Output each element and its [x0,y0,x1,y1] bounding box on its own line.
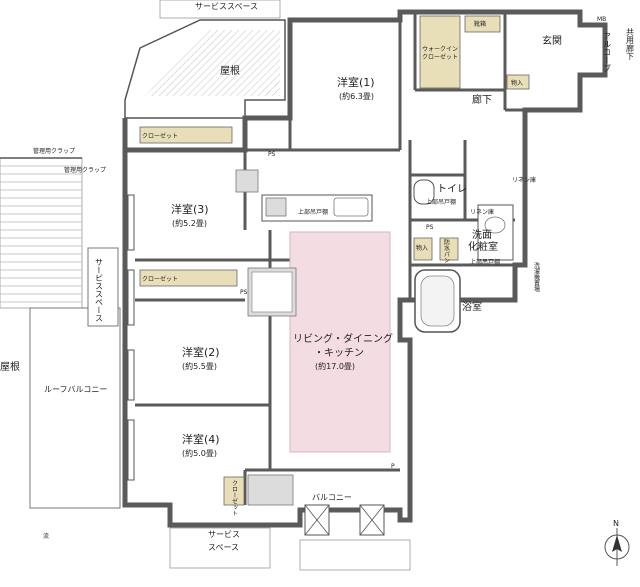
label-service-space-bottom-2: スペース [208,543,239,552]
label-meter-clap-2: 管理用クラップ [64,166,106,174]
label-ldk-size: (約17.0畳) [315,361,355,371]
label-drain-mark: 流 [43,532,49,540]
label-ps-2: PS [240,289,248,296]
label-roof-side: 屋根 [0,360,20,373]
label-corridor: 廊下 [472,93,492,106]
label-ps-3: PS [426,224,434,231]
label-toilet: トイレ [437,184,467,195]
closets [139,15,530,506]
label-storage-entrance: 物入 [511,79,523,87]
label-washer: 洗濯機置場 [533,261,540,293]
label-service-space-side: サービススペース [95,258,104,322]
label-upper-cabinet-toilet: 上部吊戸棚 [426,198,456,206]
balcony-units [169,504,411,571]
north-compass [604,528,630,566]
label-upper-cabinet-kitchen: 上部吊戸棚 [298,208,328,216]
label-ldk-name-1: リビング・ダイニング [293,332,393,345]
label-service-space-top: サービススペース [195,2,258,11]
label-room2-size: (約5.5畳) [182,361,217,371]
label-storage-wash: 物入 [416,244,428,252]
label-waterproof-pan: 防水パン [443,238,450,263]
label-room1-name: 洋室(1) [337,75,375,89]
label-alcove: アルコーブ [603,32,612,72]
label-bath: 浴室 [462,300,482,313]
label-closet-room4: クローゼット [231,480,238,516]
service-space-side-area [87,247,119,327]
kitchen-fixtures [235,169,373,506]
label-walkin-closet-1: ウォークイン [422,45,458,53]
label-room2-name: 洋室(2) [182,345,220,359]
label-ldk-name-2: ・キッチン [314,347,364,359]
label-room1-size: (約6.3畳) [339,91,374,101]
roof-balcony-area [29,307,121,509]
label-shoe-storage: 靴箱 [474,20,486,28]
label-washroom-2: 化粧室 [468,240,498,253]
label-room3-name: 洋室(3) [171,202,209,216]
sanitary-fixtures [413,179,514,333]
label-room4-size: (約5.0畳) [182,448,217,458]
label-closet-room2: クローゼット [142,275,178,283]
label-upper-cabinet-wash: 上部吊戸棚 [470,258,500,266]
label-common-corridor: 共用廊下 [626,28,635,61]
label-mb: MB [597,16,606,23]
roof-top-area [124,0,286,119]
label-linen-2: リネン庫 [470,208,494,216]
label-linen-1: リネン庫 [512,176,536,184]
label-roof-balcony: ルーフバルコニー [44,385,107,394]
ldk-area [289,231,391,453]
label-p-mark: P [391,463,395,470]
label-entrance: 玄関 [542,34,562,47]
label-walkin-closet-2: クローゼット [422,53,458,61]
label-balcony: バルコニー [312,493,352,502]
label-room4-name: 洋室(4) [182,432,220,446]
label-room3-size: (約5.2畳) [172,218,207,228]
label-closet-room3: クローゼット [142,132,178,140]
roof-balcony-decking [0,157,83,309]
label-roof-top: 屋根 [220,64,240,77]
label-north: N [613,519,619,528]
label-ps-1: PS [268,151,276,158]
label-washroom-1: 洗面 [472,229,492,241]
label-service-space-bottom-1: サービス [208,530,240,539]
label-meter-clap-1: 管理用クラップ [33,147,75,155]
